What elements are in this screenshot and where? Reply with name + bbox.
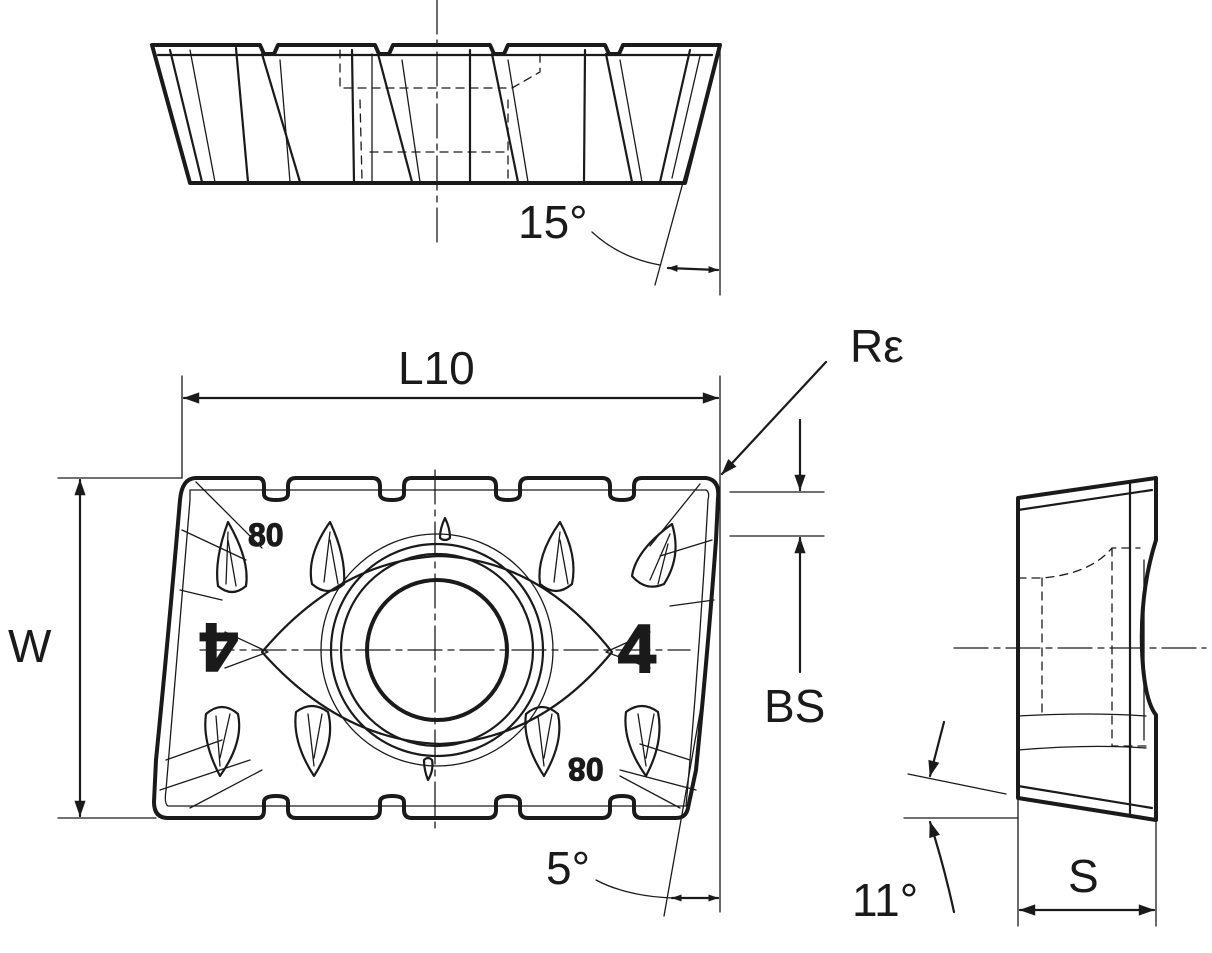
code-mark-bottom-right: 08 xyxy=(568,751,604,787)
side-view-outline xyxy=(1016,476,1158,822)
index-mark-left: 4 xyxy=(200,609,238,685)
side-facets xyxy=(159,481,715,809)
side-hidden-right xyxy=(1111,547,1151,747)
top-view: 15° xyxy=(150,0,722,296)
front-view: 80 08 4 4 L10 Rε W BS 5° xyxy=(8,320,904,917)
code-mark-top-left: 80 xyxy=(248,517,284,553)
front-view-outline xyxy=(152,476,721,820)
front-view-inner-edge xyxy=(164,489,710,807)
top-view-flutes xyxy=(168,46,701,184)
side-view-bottom-edge xyxy=(1016,784,1154,810)
side-angle-leader xyxy=(595,879,673,899)
top-view-angle-line xyxy=(654,119,701,286)
length-label: L10 xyxy=(398,342,475,394)
eye-facet xyxy=(260,554,614,746)
radius-leader xyxy=(720,360,828,476)
bore-hole xyxy=(365,578,509,722)
radius-label: Rε xyxy=(850,320,904,372)
eye-facet-tips xyxy=(224,631,651,669)
side-view: 11° S xyxy=(852,476,1207,927)
side-angle-label: 5° xyxy=(546,842,590,894)
inner-ring xyxy=(339,552,535,748)
thickness-label: S xyxy=(1068,850,1099,902)
clearance-angle-line xyxy=(907,773,1007,795)
top-angle-leader xyxy=(591,231,661,266)
middle-ring xyxy=(329,542,545,758)
side-view-curve xyxy=(1017,713,1147,717)
top-angle-label: 15° xyxy=(518,196,588,248)
side-view-top-edge xyxy=(1016,488,1154,512)
clearance-arrow-bottom xyxy=(928,820,956,914)
side-hidden-top xyxy=(1017,547,1141,579)
clearance-angle-label: 11° xyxy=(852,874,918,926)
top-angle-arrow xyxy=(666,264,720,274)
chip-breakers xyxy=(204,516,677,782)
top-view-hidden-lines xyxy=(339,49,541,181)
width-label: W xyxy=(8,620,52,672)
side-view-curve-2 xyxy=(1017,745,1147,751)
clearance-arrow-top xyxy=(928,720,946,778)
bevel-label: BS xyxy=(764,680,825,732)
outer-ring xyxy=(320,533,554,767)
front-angle-line xyxy=(663,689,705,917)
index-mark-right: 4 xyxy=(618,611,656,687)
